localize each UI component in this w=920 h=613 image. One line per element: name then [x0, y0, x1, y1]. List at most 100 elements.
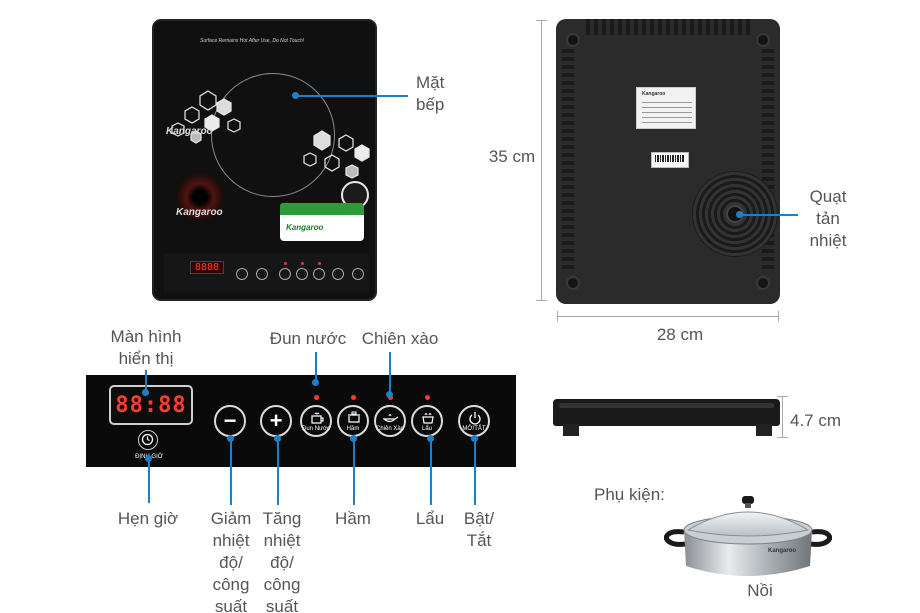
width-dimension-tick [557, 311, 558, 322]
side-edge [559, 403, 774, 408]
spec-line [642, 107, 692, 108]
fry-label: Chiên xào [361, 329, 439, 348]
vent-left [562, 49, 574, 269]
surface-leader-dot [292, 92, 299, 99]
height-dimension-tick [536, 300, 547, 301]
timer-label: Hẹn giờ [117, 509, 179, 528]
display-digits: 88:88 [115, 393, 187, 418]
side-foot [756, 424, 772, 436]
spec-line [642, 102, 692, 103]
height-dimension-label: 35 cm [488, 147, 536, 166]
stew-caption: Hầm [346, 426, 360, 432]
stew-leader-dot [350, 435, 357, 442]
side-body [553, 399, 780, 426]
mini-control-panel: 8888 [164, 254, 369, 292]
cooking-surface-ring [211, 73, 335, 197]
stew-led [351, 395, 356, 400]
power-label-line: Tắt [466, 531, 492, 550]
height-dimension-line [541, 20, 542, 301]
increase-button: + [260, 405, 292, 437]
hotpot-button: Lẩu [411, 405, 443, 437]
width-dimension-label: 28 cm [656, 325, 704, 344]
control-panel-closeup: 88:88 ĐỊNH GIỜ − + Đun Nước Hầm [86, 375, 516, 467]
fan-label-line: nhiệt [809, 231, 847, 250]
fry-leader [389, 352, 391, 394]
fan-label: Quạt tản nhiệt [800, 186, 856, 252]
pan-icon [383, 414, 399, 423]
side-foot [563, 424, 579, 436]
increase-label-line: độ/ [270, 553, 294, 572]
hexagon-pattern-left [171, 90, 241, 144]
height-dimension-tick [536, 20, 547, 21]
increase-label-line: Tăng [262, 509, 302, 528]
barcode [651, 152, 689, 168]
thickness-dimension-tick [777, 396, 788, 397]
decrease-label-line: độ/ [219, 553, 243, 572]
sticker-brand: Kangaroo [286, 223, 324, 232]
hotpot-leader-dot [427, 435, 434, 442]
mini-display: 8888 [190, 261, 224, 274]
indicator-led [301, 262, 304, 265]
power-label: Bật/ Tắt [454, 508, 504, 552]
spec-line [642, 122, 692, 123]
clock-icon [141, 433, 154, 446]
cooker-side-view [553, 399, 780, 436]
kettle-icon [311, 412, 324, 424]
hotpot-caption: Lẩu [421, 426, 432, 432]
foot [756, 33, 770, 47]
decrease-leader [230, 438, 232, 505]
display-label: Màn hình hiển thị [96, 326, 196, 370]
stew-label: Hầm [335, 509, 371, 528]
boil-leader [315, 352, 317, 382]
increase-label: Tăng nhiệt độ/ công suất [254, 508, 310, 613]
fan-label-line: Quạt [809, 187, 847, 206]
decrease-label-line: suất [214, 597, 248, 613]
warning-text: Surface Remains Hot After Use, Do Not To… [200, 38, 305, 44]
boil-leader-dot [312, 379, 319, 386]
mode-icon [296, 268, 308, 280]
plus-icon [256, 268, 268, 280]
minus-icon: − [223, 408, 237, 433]
increase-label-line: suất [265, 597, 299, 613]
power-icon [469, 412, 481, 425]
spec-line [642, 112, 692, 113]
decrease-label: Giảm nhiệt độ/ công suất [203, 508, 259, 613]
hexagon-pattern-right [303, 130, 370, 179]
fry-button: Chiên Xào [374, 405, 406, 437]
indicator-led [284, 262, 287, 265]
sticker-band [280, 203, 364, 215]
display-label-line: hiển thị [118, 349, 174, 368]
power-leader-dot [471, 435, 478, 442]
fan-leader [740, 214, 798, 216]
power-leader [474, 438, 476, 505]
power-label-line: Bật/ [463, 509, 495, 528]
heating-coil-glow [176, 173, 224, 221]
increase-label-line: công [263, 575, 301, 594]
cooker-bottom-view: Kangaroo [556, 19, 780, 304]
display-leader [145, 370, 147, 392]
surface-label-line: bếp [416, 95, 445, 114]
display-leader-dot [142, 389, 149, 396]
brand-logo: Kangaroo [176, 207, 223, 218]
timer-leader [148, 458, 150, 503]
surface-label: Mặt bếp [416, 72, 444, 116]
foot [566, 33, 580, 47]
mode-icon [279, 268, 291, 280]
thickness-dimension-line [782, 396, 783, 438]
boil-button: Đun Nước [300, 405, 332, 437]
spec-line [642, 117, 692, 118]
foot [566, 276, 580, 290]
increase-leader-dot [274, 435, 281, 442]
decrease-leader-dot [227, 435, 234, 442]
decrease-button: − [214, 405, 246, 437]
surface-leader [296, 95, 408, 97]
hotpot-accessory: Kangaroo [664, 496, 832, 576]
indicator-led [318, 262, 321, 265]
stew-leader [353, 438, 355, 505]
foot [756, 276, 770, 290]
stew-button: Hầm [337, 405, 369, 437]
pot-brand: Kangaroo [768, 548, 796, 554]
fan-label-line: tản [816, 209, 840, 228]
increase-leader [277, 438, 279, 505]
thickness-dimension-tick [777, 437, 788, 438]
